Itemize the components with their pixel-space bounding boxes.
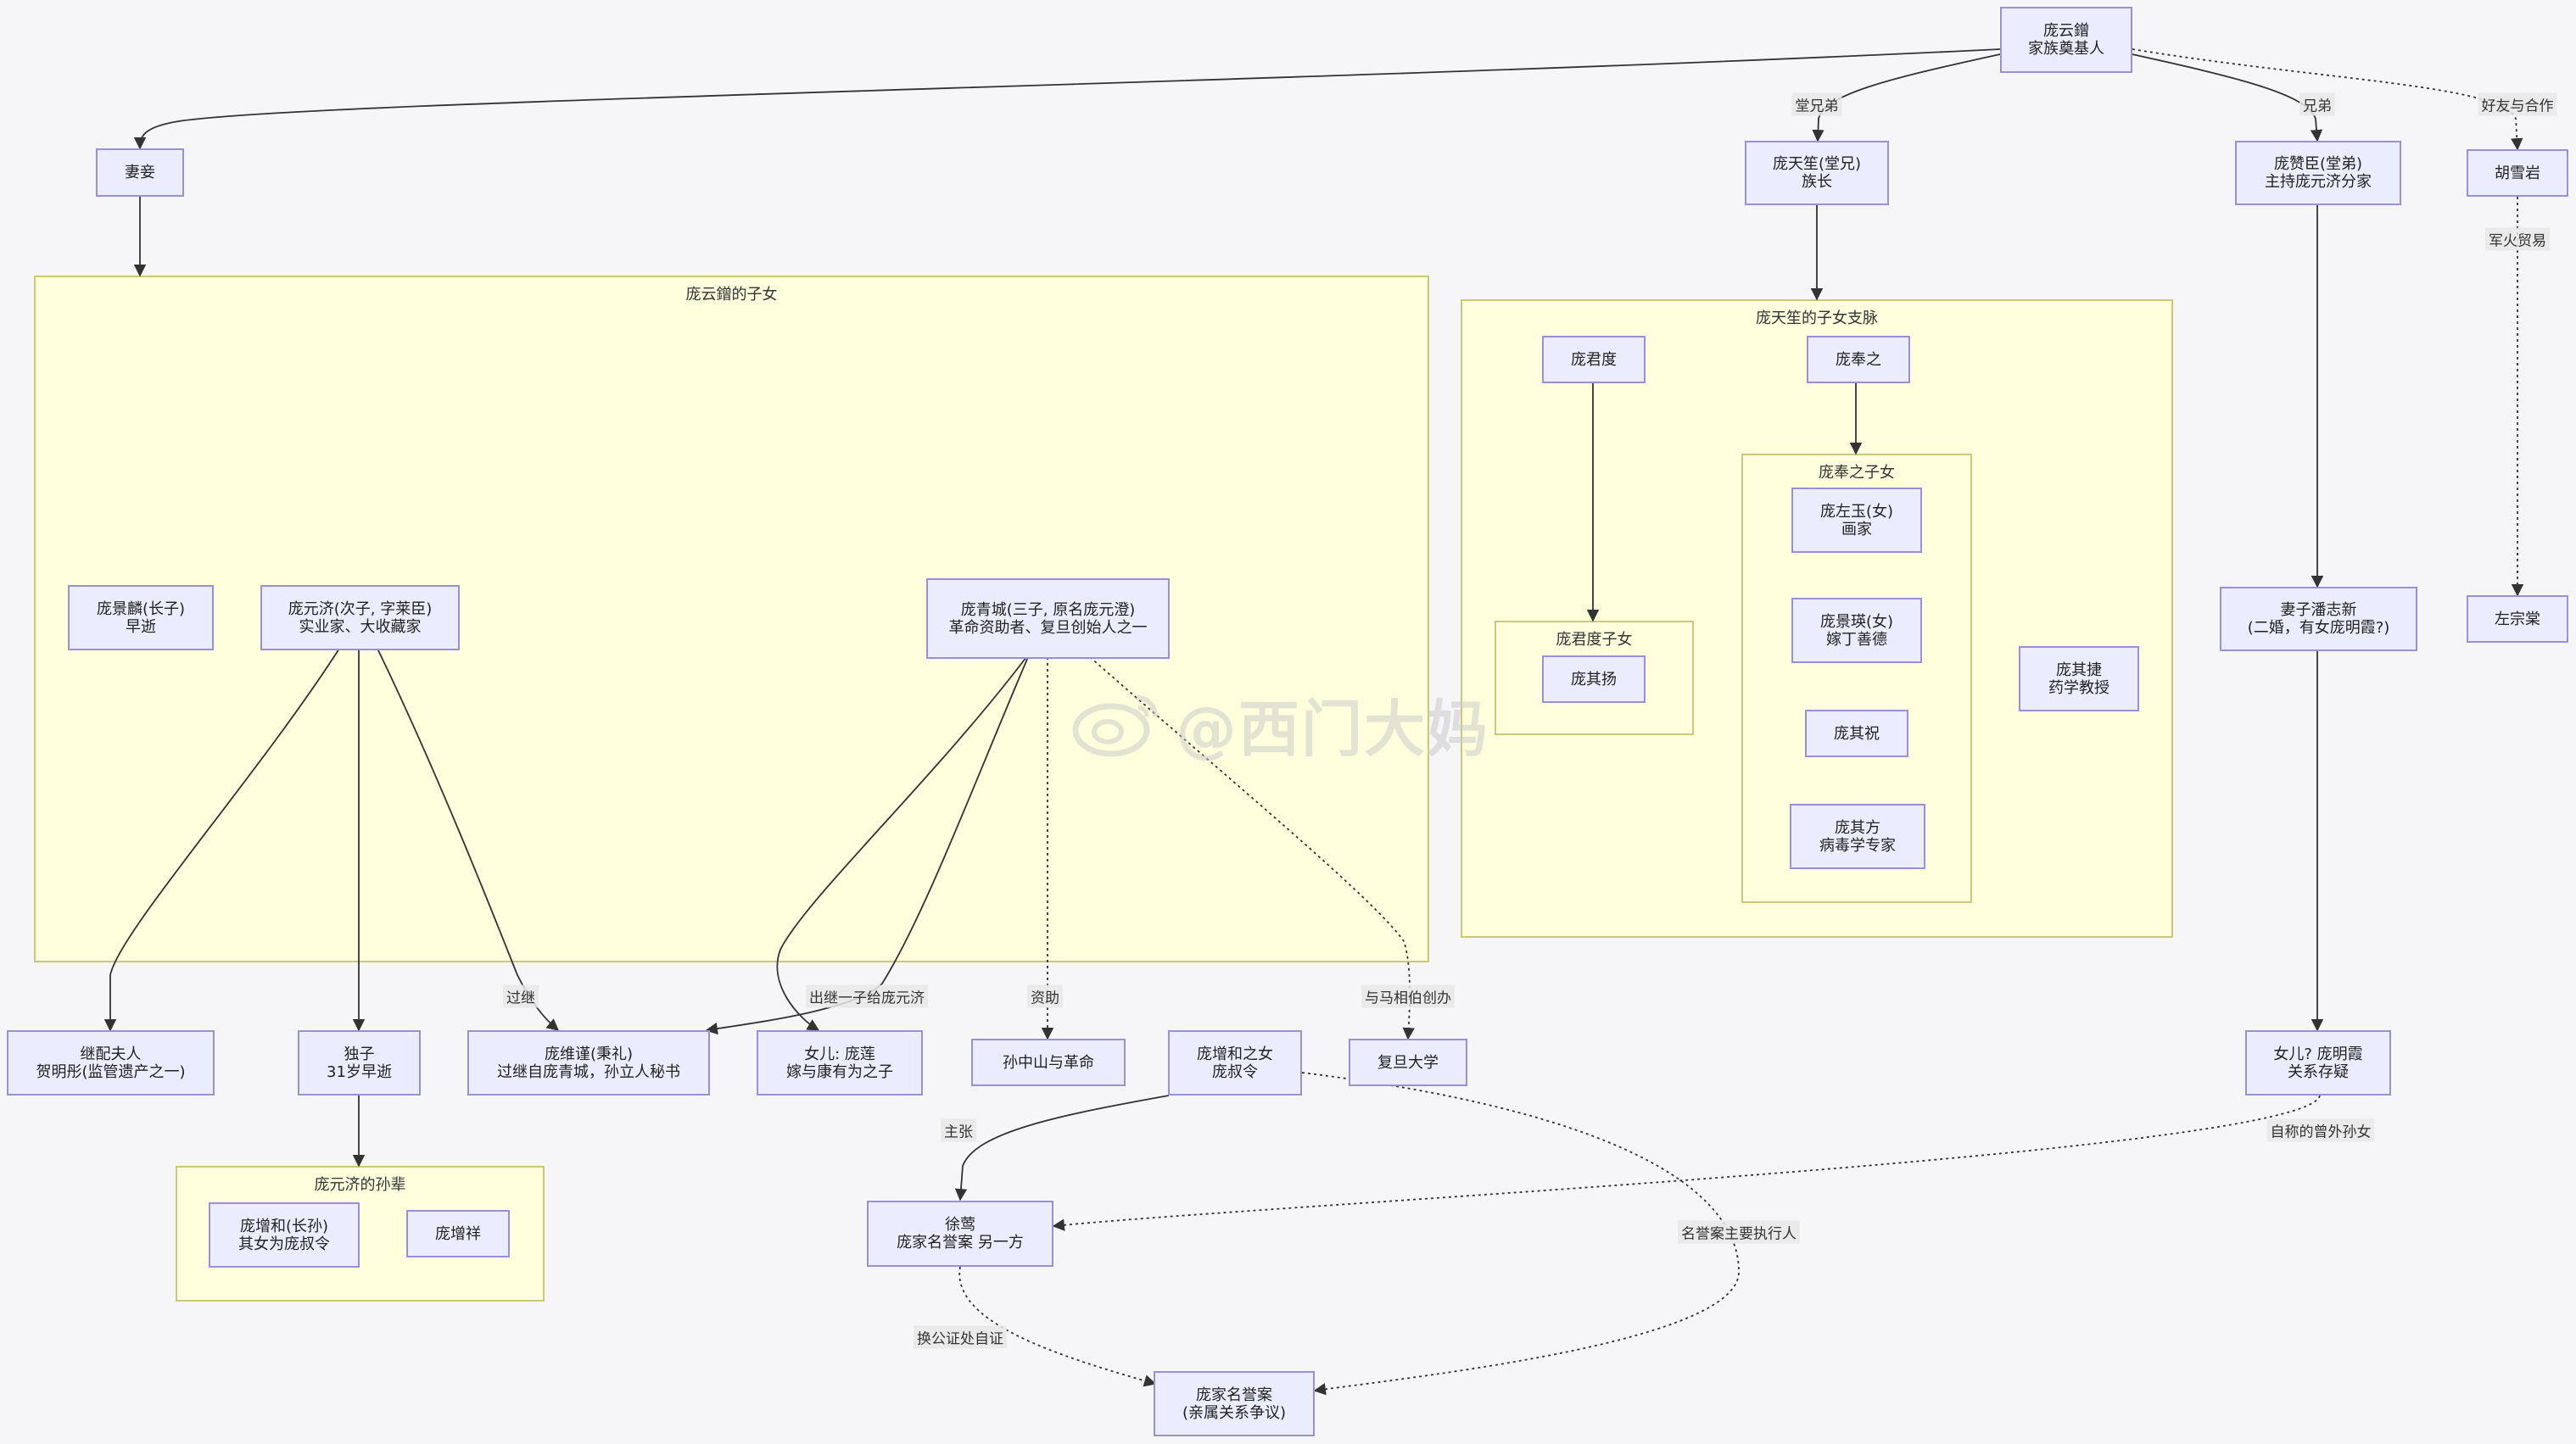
node-zuoyu[interactable]: 庞左玉(女) 画家 — [1791, 488, 1922, 553]
group-title: 庞云鏳的子女 — [685, 286, 778, 304]
node-fengzhi[interactable]: 庞奉之 — [1807, 336, 1910, 383]
edge-zenghe-xuying — [954, 1095, 1170, 1201]
node-zenghe-daughter[interactable]: 庞增和之女 庞叔令 — [1168, 1030, 1302, 1096]
node-heminghe[interactable]: 继配夫人 贺明彤(监管遗产之一) — [7, 1030, 215, 1096]
edge-label-junhuo: 军火贸易 — [2485, 227, 2550, 251]
edge-zenghe-mingyu — [1301, 1072, 1740, 1396]
node-xuying[interactable]: 徐莺 庞家名誉案 另一方 — [867, 1201, 1053, 1267]
edge-label-zicheng: 自称的曾外孙女 — [2266, 1118, 2375, 1142]
watermark: @西门大妈 — [1070, 685, 1545, 765]
edge-yunying-qiqie — [133, 48, 2001, 150]
node-zuozongtang[interactable]: 左宗棠 — [2467, 595, 2568, 643]
node-fudan[interactable]: 复旦大学 — [1349, 1039, 1467, 1086]
node-qiqie[interactable]: 妻妾 — [96, 148, 184, 197]
node-minxia[interactable]: 女儿? 庞明霞 关系存疑 — [2245, 1030, 2391, 1096]
node-weijin[interactable]: 庞维谨(秉礼) 过继自庞青城，孙立人秘书 — [467, 1030, 710, 1096]
edge-label-huangong: 换公证处自证 — [914, 1325, 1007, 1349]
node-yunying[interactable]: 庞云鏳 家族奠基人 — [2000, 7, 2132, 73]
node-panglian[interactable]: 女儿: 庞莲 嫁与康有为之子 — [757, 1030, 923, 1096]
node-jinglin[interactable]: 庞景麟(长子) 早逝 — [68, 585, 214, 650]
node-qijie[interactable]: 庞其捷 药学教授 — [2019, 646, 2139, 711]
node-qizhu[interactable]: 庞其祝 — [1805, 710, 1908, 757]
edge-label-xiongdi: 兄弟 — [2299, 92, 2335, 116]
node-jingying[interactable]: 庞景瑛(女) 嫁丁善德 — [1791, 598, 1922, 663]
edge-label-zhixingren: 名誉案主要执行人 — [1678, 1220, 1800, 1244]
node-qifang[interactable]: 庞其方 病毒学专家 — [1790, 804, 1925, 869]
node-duzi[interactable]: 独子 31岁早逝 — [298, 1030, 421, 1096]
edge-label-youhao: 好友与合作 — [2478, 92, 2557, 116]
edge-label-guoji: 过继 — [503, 984, 539, 1008]
edge-yunying-zancheng — [2132, 53, 2323, 142]
group-title: 庞奉之子女 — [1819, 464, 1895, 482]
node-tianxi[interactable]: 庞天笙(堂兄) 族长 — [1745, 141, 1889, 205]
edge-minxia-xuying — [1052, 1095, 2321, 1231]
group-yunying-children: 庞云鏳的子女 — [34, 276, 1429, 962]
node-mingyu[interactable]: 庞家名誉案 (亲属关系争议) — [1154, 1371, 1315, 1436]
edge-label-tangxiongdi: 堂兄弟 — [1791, 92, 1842, 116]
weibo-logo-icon — [1072, 695, 1158, 757]
watermark-text: @西门大妈 — [1176, 693, 1490, 765]
node-zancheng[interactable]: 庞赞臣(堂弟) 主持庞元济分家 — [2235, 141, 2401, 205]
edge-yunying-tianxi — [1812, 53, 2001, 142]
node-sunzhongshan[interactable]: 孙中山与革命 — [971, 1039, 1126, 1086]
edge-label-chuji: 出继一子给庞元济 — [806, 984, 928, 1008]
group-title: 庞天笙的子女支脉 — [1756, 309, 1878, 327]
edge-label-yuma: 与马相伯创办 — [1361, 984, 1455, 1008]
node-qingcheng[interactable]: 庞青城(三子, 原名庞元澄) 革命资助者、复旦创始人之一 — [926, 578, 1170, 659]
node-qiyang[interactable]: 庞其扬 — [1542, 655, 1646, 703]
edge-label-zhuzhang: 主张 — [941, 1118, 976, 1142]
group-title: 庞君度子女 — [1556, 631, 1633, 649]
node-huxueyan[interactable]: 胡雪岩 — [2467, 149, 2568, 197]
node-junduo[interactable]: 庞君度 — [1542, 336, 1646, 383]
edge-label-zizhu: 资助 — [1027, 984, 1063, 1008]
node-zenghe[interactable]: 庞增和(长孙) 其女为庞叔令 — [209, 1202, 360, 1268]
node-yuanji[interactable]: 庞元济(次子, 字莱臣) 实业家、大收藏家 — [260, 585, 460, 650]
group-title: 庞元济的孙辈 — [314, 1176, 406, 1194]
node-panzhixin[interactable]: 妻子潘志新 (二婚，有女庞明霞?) — [2220, 587, 2417, 651]
node-zengxiang[interactable]: 庞增祥 — [406, 1210, 510, 1257]
group-junduo-children: 庞君度子女 — [1495, 621, 1694, 735]
